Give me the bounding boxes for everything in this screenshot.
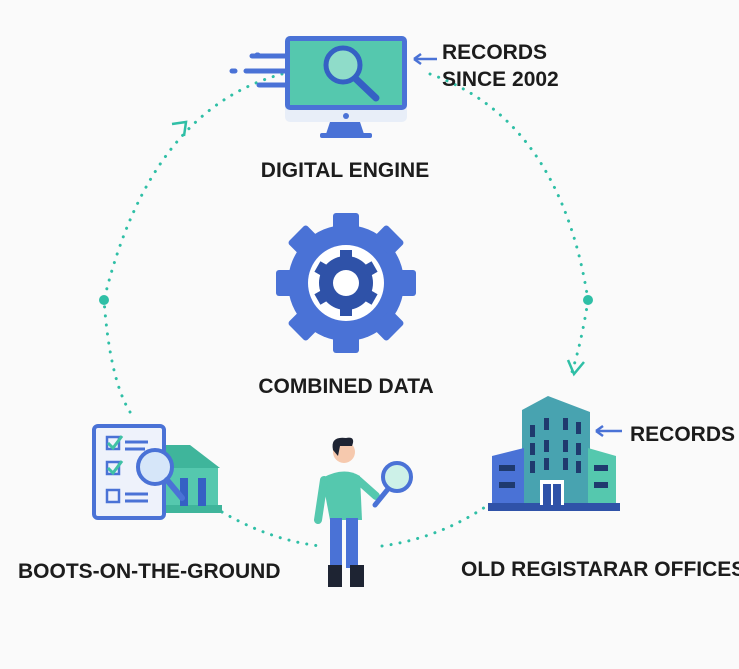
person-magnifier-icon: [314, 437, 413, 587]
arrow-left-icon: [413, 52, 437, 66]
monitor-search-icon: [229, 36, 407, 138]
records-note-line1: RECORDS: [442, 41, 547, 64]
old-registrar-offices-label: OLD REGISTARAR OFFICES: [461, 558, 739, 581]
digital-engine-label: DIGITAL ENGINE: [261, 159, 429, 182]
cycle-node-dot: [99, 295, 109, 305]
boots-on-the-ground-label: BOOTS-ON-THE-GROUND: [18, 560, 280, 583]
checklist-bank-icon: [92, 424, 222, 520]
cycle-path: [102, 72, 590, 548]
records-note: RECORDS: [630, 423, 735, 446]
gear-icon: [276, 213, 416, 353]
cycle-node-dot: [583, 295, 593, 305]
office-building-icon: [488, 396, 620, 511]
records-note-line2: SINCE 2002: [442, 68, 559, 91]
arrow-left-icon: [595, 424, 622, 438]
combined-data-label: COMBINED DATA: [258, 375, 433, 398]
arrowhead-icon: [566, 359, 585, 377]
arrowhead-icon: [171, 120, 188, 137]
